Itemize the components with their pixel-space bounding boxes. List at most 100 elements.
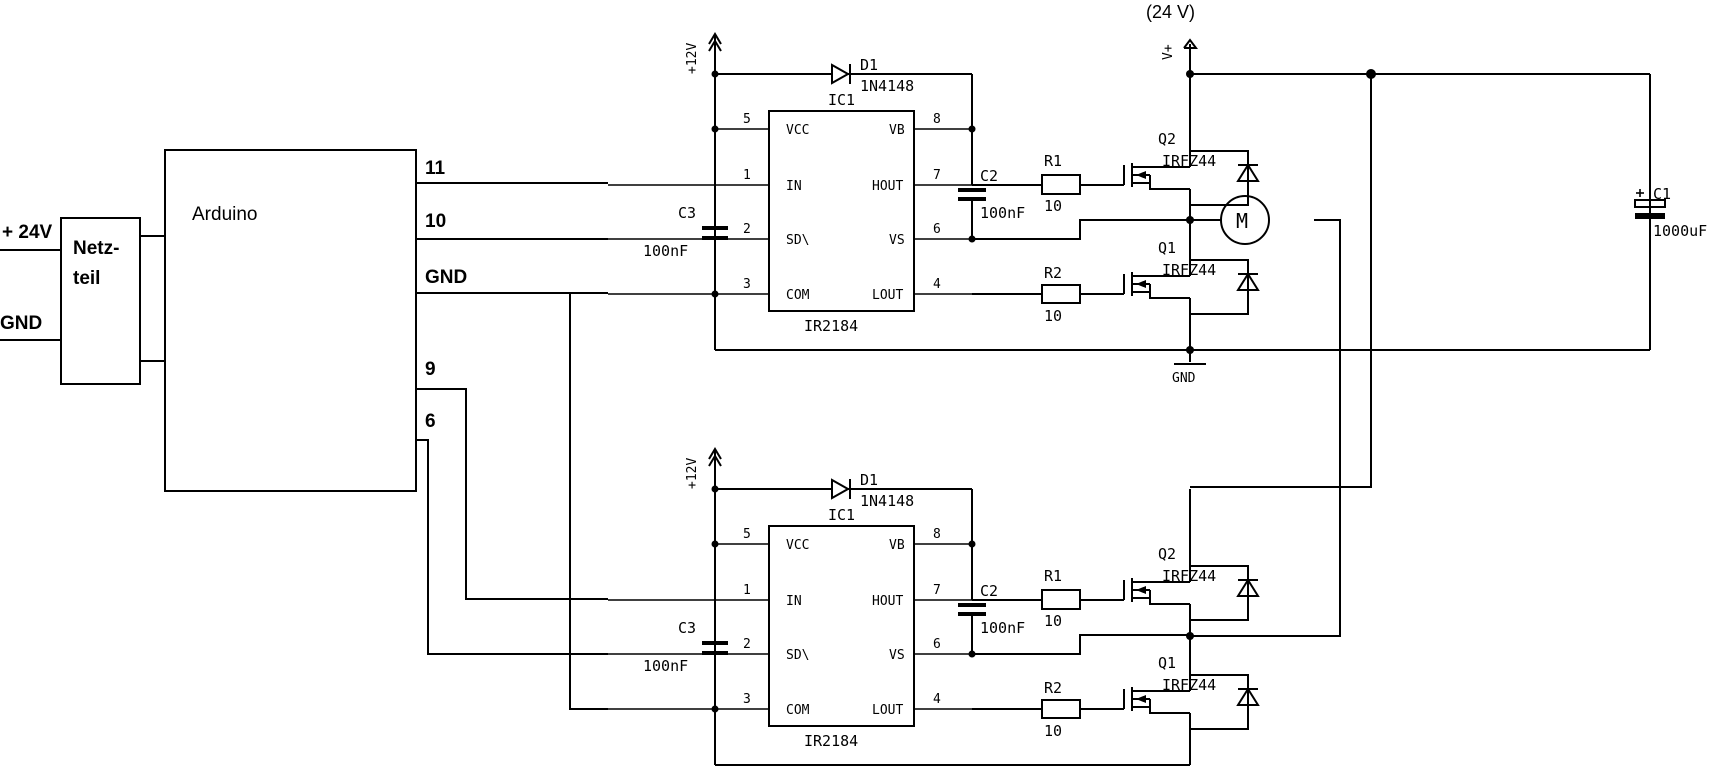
- c2-ref-2: C2: [980, 582, 998, 600]
- ic-pin-num-right-3: 4: [933, 277, 941, 292]
- ic-pin-name-right-0: VB: [889, 538, 905, 553]
- diode-ref-1: D1: [860, 56, 878, 74]
- q-high-1-ref: Q2: [1158, 130, 1176, 148]
- c2-value-2: 100nF: [980, 619, 1025, 637]
- vcc12-label-2: +12V: [685, 458, 700, 489]
- q-high-1: [1123, 74, 1260, 220]
- r1-2: [1041, 589, 1081, 610]
- motor-symbol: [1220, 195, 1270, 245]
- power-supply-box: [60, 217, 141, 385]
- c1-value: 1000uF: [1653, 222, 1707, 240]
- ic-pin-name-left-0: VCC: [786, 123, 809, 138]
- q-high-2-ref: Q2: [1158, 545, 1176, 563]
- diode-d1-1: [828, 63, 854, 85]
- c2-plate-top-1: [958, 188, 986, 192]
- ic-pin-num-right-1: 7: [933, 583, 941, 598]
- ic-part-1: IR2184: [804, 317, 858, 335]
- c2-value-1: 100nF: [980, 204, 1025, 222]
- c2-plate-top-2: [958, 603, 986, 607]
- input-24v-label: + 24V: [2, 222, 53, 243]
- q-high-1-part: IRFZ44: [1162, 152, 1216, 170]
- q-low-2: [1123, 635, 1260, 765]
- r1-ref-2: R1: [1044, 567, 1062, 585]
- c3-plate-top-1: [702, 226, 728, 230]
- c2-plate-bottom-1: [958, 197, 986, 201]
- arduino-pin-11: 11: [425, 158, 446, 179]
- motor: M: [1220, 195, 1270, 245]
- c3-plate-bottom-2: [702, 651, 728, 655]
- r1-value-2: 10: [1044, 612, 1062, 630]
- r2-ref-1: R2: [1044, 264, 1062, 282]
- q-low-2-part: IRFZ44: [1162, 676, 1216, 694]
- c3-value-1: 100nF: [643, 242, 688, 260]
- ic-pin-num-right-0: 8: [933, 112, 941, 127]
- c3-ref-1: C3: [678, 204, 696, 222]
- ic-pin-name-right-1: HOUT: [872, 179, 903, 194]
- c3-value-2: 100nF: [643, 657, 688, 675]
- input-gnd-label: GND: [0, 313, 42, 334]
- ic-pin-num-left-1: 1: [743, 168, 751, 183]
- ic-box-2: [768, 525, 915, 727]
- vplus-value-label: (24 V): [1146, 2, 1195, 22]
- q-low-1-ref: Q1: [1158, 239, 1176, 257]
- vplus-label: V+: [1161, 44, 1176, 60]
- power-supply-label-2: teil: [73, 268, 100, 289]
- gnd-symbol-label: GND: [1172, 371, 1196, 386]
- ic-pin-name-right-2: VS: [889, 233, 905, 248]
- q-low-2-ref: Q1: [1158, 654, 1176, 672]
- r1-ref-1: R1: [1044, 152, 1062, 170]
- ic-pin-name-left-3: COM: [786, 288, 810, 303]
- q-high-2-part: IRFZ44: [1162, 567, 1216, 585]
- ic-ref-2: IC1: [828, 506, 855, 524]
- ic-pin-num-left-0: 5: [743, 527, 751, 542]
- r1-1: [1041, 174, 1081, 195]
- q-low-1: [1123, 220, 1260, 350]
- ic-pin-name-right-1: HOUT: [872, 594, 903, 609]
- ic-part-2: IR2184: [804, 732, 858, 750]
- ic-pin-name-left-2: SD\: [786, 233, 809, 248]
- ic-pin-num-right-2: 6: [933, 222, 941, 237]
- c3-plate-bottom-1: [702, 236, 728, 240]
- ic-pin-name-right-2: VS: [889, 648, 905, 663]
- vcc12-label-1: +12V: [685, 43, 700, 74]
- arduino-pin-10: 10: [425, 211, 446, 232]
- arduino-label: Arduino: [192, 204, 258, 225]
- c3-ref-2: C3: [678, 619, 696, 637]
- ic-pin-num-right-1: 7: [933, 168, 941, 183]
- power-supply-block: Netz- teil + 24V GND: [0, 217, 165, 385]
- arduino-pin-9: 9: [425, 359, 436, 380]
- ic-pin-name-left-2: SD\: [786, 648, 809, 663]
- diode-d1-2: [828, 478, 854, 500]
- ic-pin-num-right-3: 4: [933, 692, 941, 707]
- ic-pin-num-left-3: 3: [743, 692, 751, 707]
- q-high-2: [1123, 489, 1260, 635]
- arduino-pin-6: 6: [425, 411, 436, 432]
- r2-2: [1041, 699, 1081, 719]
- bulk-capacitor-c1: C1 1000uF: [1634, 185, 1707, 240]
- r2-ref-2: R2: [1044, 679, 1062, 697]
- diode-part-1: 1N4148: [860, 77, 914, 95]
- ic-pin-name-left-3: COM: [786, 703, 810, 718]
- q-low-1-part: IRFZ44: [1162, 261, 1216, 279]
- ic-pin-num-left-0: 5: [743, 112, 751, 127]
- ic-pin-name-left-1: IN: [786, 179, 802, 194]
- r2-value-1: 10: [1044, 307, 1062, 325]
- ic-pin-name-right-3: LOUT: [872, 288, 903, 303]
- diode-ref-2: D1: [860, 471, 878, 489]
- ic-pin-num-left-2: 2: [743, 637, 751, 652]
- ic-box-1: [768, 110, 915, 312]
- ic-pin-name-left-1: IN: [786, 594, 802, 609]
- c2-ref-1: C2: [980, 167, 998, 185]
- ic-pin-name-right-3: LOUT: [872, 703, 903, 718]
- motor-label: M: [1236, 209, 1248, 233]
- c1-ref: C1: [1653, 185, 1671, 203]
- ic-pin-num-right-0: 8: [933, 527, 941, 542]
- c2-plate-bottom-2: [958, 612, 986, 616]
- ic-ref-1: IC1: [828, 91, 855, 109]
- r2-1: [1041, 284, 1081, 304]
- r2-value-2: 10: [1044, 722, 1062, 740]
- ic-pin-name-right-0: VB: [889, 123, 905, 138]
- ic-pin-name-left-0: VCC: [786, 538, 809, 553]
